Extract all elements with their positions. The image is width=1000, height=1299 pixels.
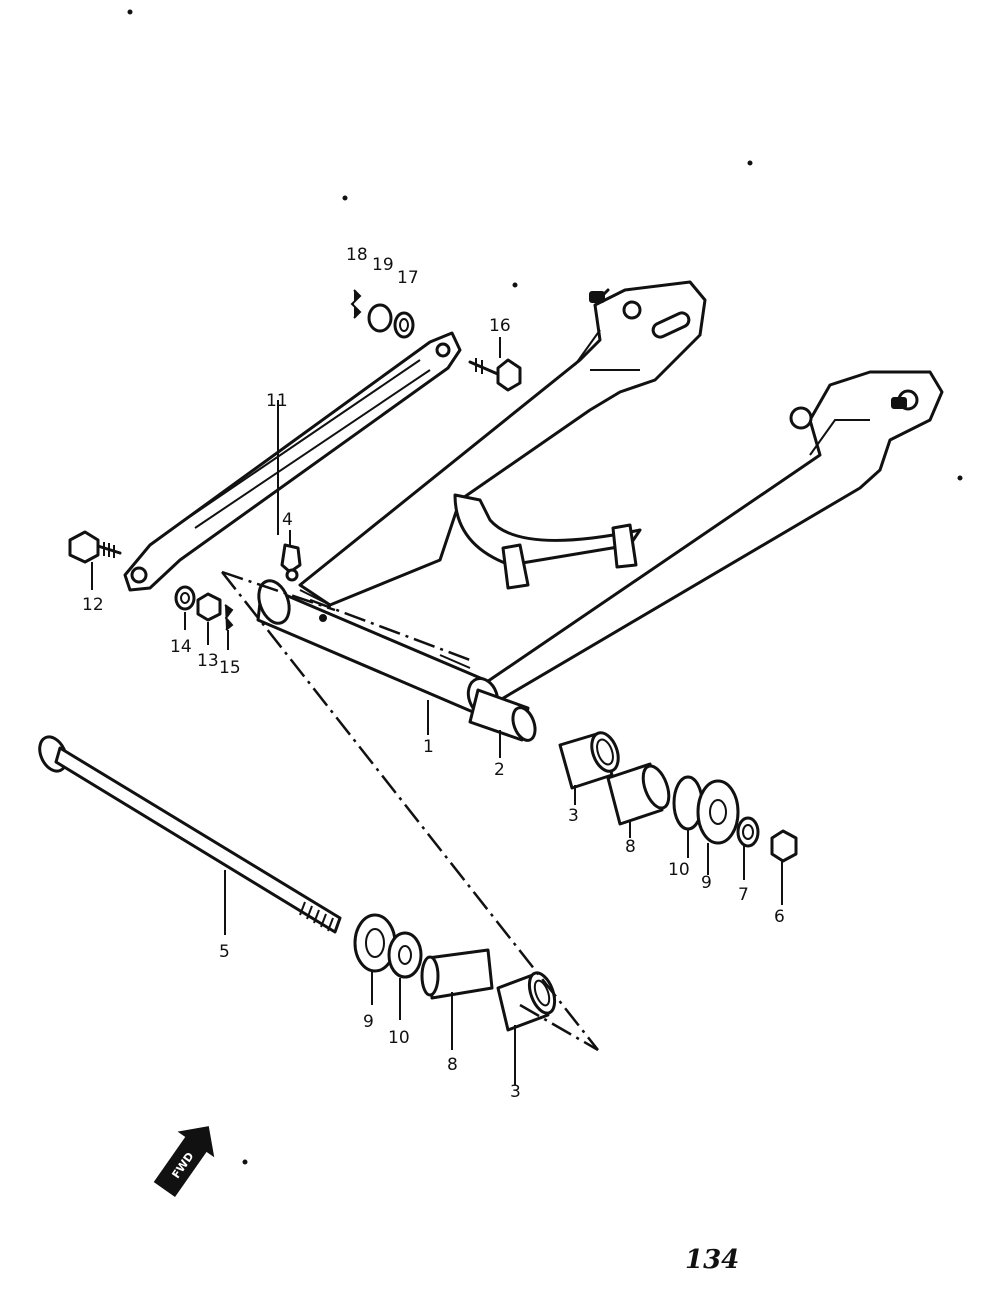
callout-3: 3 xyxy=(510,1082,521,1102)
callout-10: 10 xyxy=(668,860,690,880)
callout-15: 15 xyxy=(219,658,241,678)
callout-16: 16 xyxy=(489,316,511,336)
callout-9: 9 xyxy=(701,873,712,893)
parts-left xyxy=(353,913,557,1032)
callout-7: 7 xyxy=(738,885,749,905)
callout-5: 5 xyxy=(219,942,230,962)
callout-17: 17 xyxy=(397,268,419,288)
callout-labels: 1 2 3 3 4 5 6 7 8 8 9 9 10 10 11 12 13 1… xyxy=(82,245,785,1102)
swingarm xyxy=(256,280,944,717)
pivot-shaft xyxy=(38,735,342,934)
callout-8: 8 xyxy=(625,837,636,857)
scan-specks xyxy=(127,9,963,1165)
callout-3: 3 xyxy=(568,806,579,826)
callout-1: 1 xyxy=(423,737,434,757)
nut-cluster-bottom xyxy=(174,585,234,631)
bolt-16 xyxy=(468,358,522,392)
bolt-12 xyxy=(68,530,122,564)
forward-arrow: FWD xyxy=(153,1126,215,1197)
callout-19: 19 xyxy=(372,255,394,275)
callout-18: 18 xyxy=(346,245,368,265)
grease-nipple-4 xyxy=(280,543,302,582)
callout-9: 9 xyxy=(363,1012,374,1032)
nut-cluster-top xyxy=(350,289,415,339)
parts-right xyxy=(558,731,798,863)
callout-8: 8 xyxy=(447,1055,458,1075)
callout-14: 14 xyxy=(170,637,192,657)
callout-11: 11 xyxy=(266,391,288,411)
callout-2: 2 xyxy=(494,760,505,780)
center-line xyxy=(221,570,599,1052)
torque-link xyxy=(123,331,462,592)
leader-lines xyxy=(91,337,783,1085)
callout-10: 10 xyxy=(388,1028,410,1048)
callout-13: 13 xyxy=(197,651,219,671)
callout-4: 4 xyxy=(282,510,293,530)
page-number: 134 xyxy=(685,1245,739,1275)
callout-6: 6 xyxy=(774,907,785,927)
callout-12: 12 xyxy=(82,595,104,615)
pivot-bushing xyxy=(468,688,537,742)
